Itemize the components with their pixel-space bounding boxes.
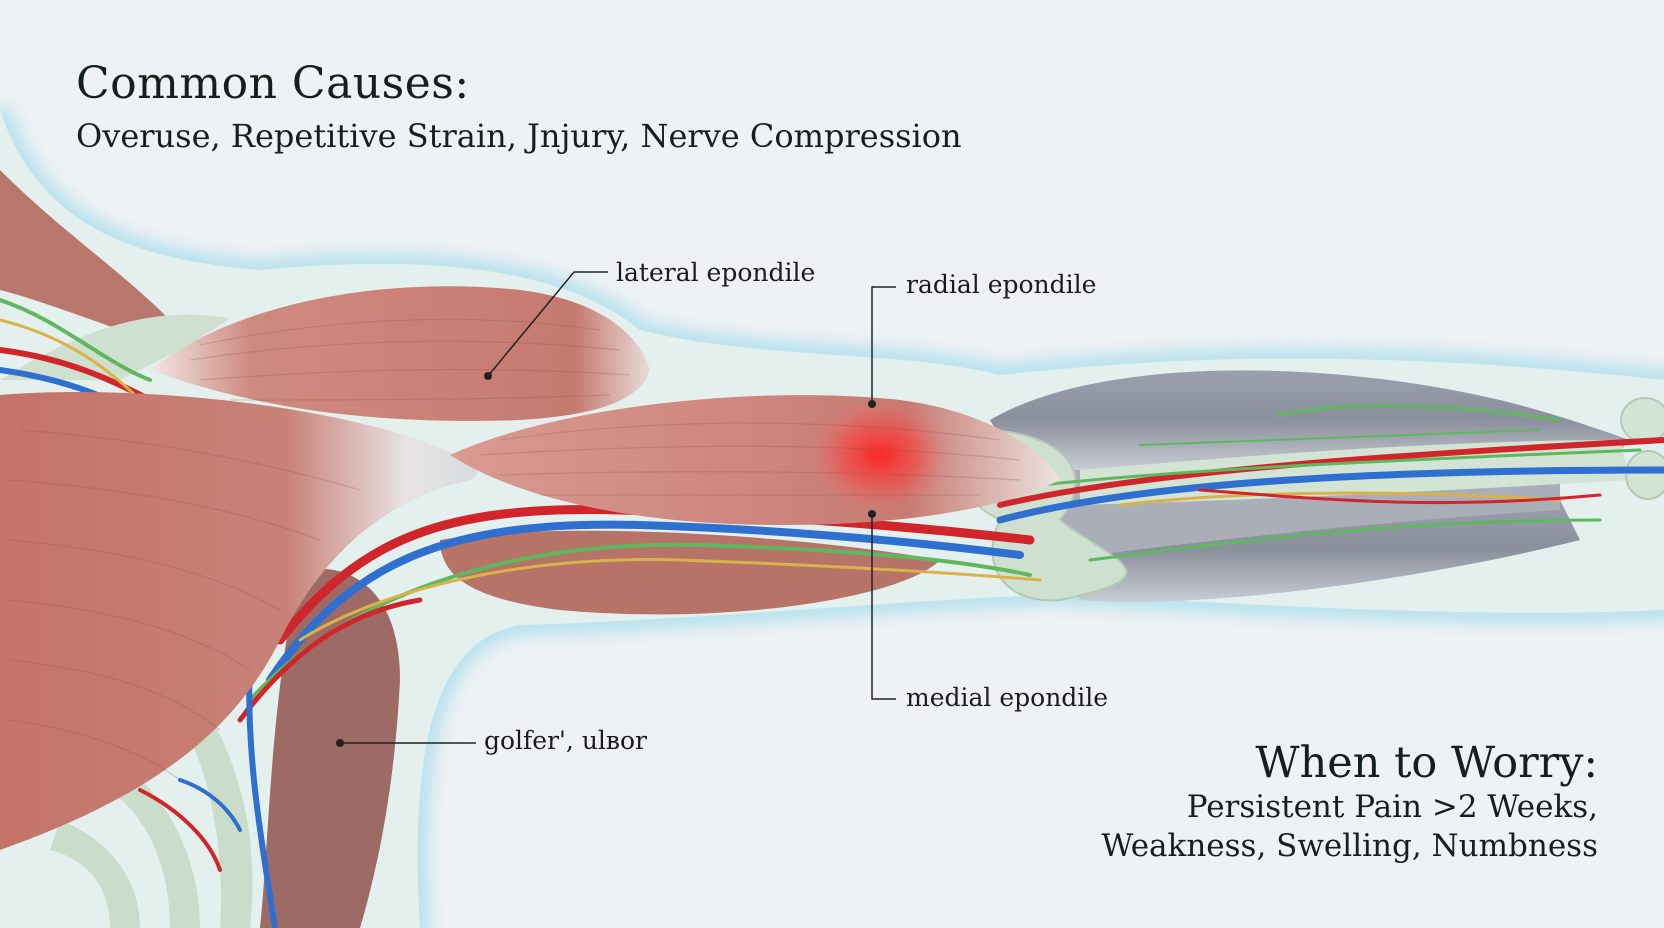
label-lateral-epondile: lateral epondile [616,258,816,287]
muscle-fibers [9,318,1021,781]
causes-title: Common Causes: [76,58,470,109]
leader-dot-medial [868,510,876,518]
worry-line-2: Weakness, Swelling, Numbness [1101,828,1598,864]
leader-dot-golfer [336,739,344,747]
leader-dots [336,372,876,747]
when-to-worry-block: When to Worry: Persistent Pain >2 Weeks,… [1101,738,1598,866]
label-golfer-ulbor: golfer', ulвor [484,726,647,755]
leader-lines [340,271,896,744]
label-radial-epondile: radial epondile [906,270,1097,299]
leader-dot-lateral [484,372,492,380]
worry-line-1: Persistent Pain >2 Weeks, [1186,789,1598,825]
deltoid-muscle [0,392,478,850]
leader-dot-radial [868,400,876,408]
leader-line-radial [871,286,896,404]
worry-title: When to Worry: [1255,738,1598,788]
label-medial-epondile: medial epondile [906,683,1109,712]
leader-line-lateral [487,271,608,377]
pain-highlight [810,400,950,510]
causes-list: Overuse, Repetitive Strain, Jnjury, Nerv… [76,117,962,155]
trapezius-muscle [0,170,170,340]
leader-line-medial [871,514,896,700]
biceps-muscle [150,286,650,421]
